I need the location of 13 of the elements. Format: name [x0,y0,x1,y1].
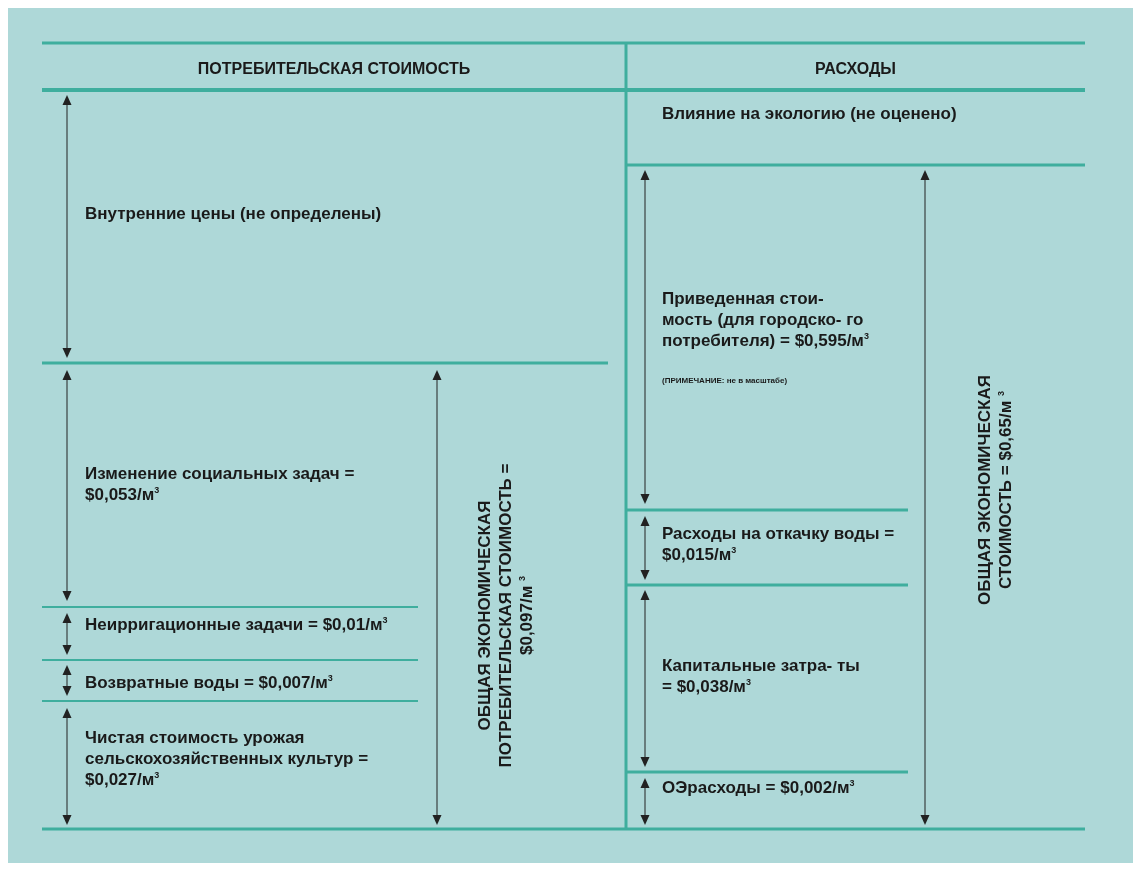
value-label: Неирригационные задачи = $0,01/м$^{3}$ [85,614,389,635]
value-label: Возвратные воды = $0,007/м$^{3}$ [85,672,334,693]
cost-label: Влияние на экологию (не оценено) [662,103,958,124]
cost-label: ОЭрасходы = $0,002/м$^{3}$ [662,777,856,798]
cost-label: Капитальные затра- ты = $0,038/м$^{3}$ [662,655,861,697]
value-label: Чистая стоимость урожая сельскохозяйственных культур = $0,027/м$^{3}$ [85,727,370,790]
note-text: (ПРИМЕЧАНИЕ: не в масштабе) [662,376,789,386]
value-label: Изменение социальных задач = $0,053/м$^{3}$ [85,463,356,505]
column-header: РАСХОДЫ [814,59,897,79]
value-label: Внутренние цены (не определены) [85,203,383,224]
cost-label: Расходы на откачку воды = $0,015/м$^{3}$ [662,523,896,565]
column-header: ПОТРЕБИТЕЛЬСКАЯ СТОИМОСТЬ [196,59,472,79]
cost-label: Приведенная стои- мость (для городско- го потребителя) = $0,595/м$^{3}$ [662,288,870,351]
